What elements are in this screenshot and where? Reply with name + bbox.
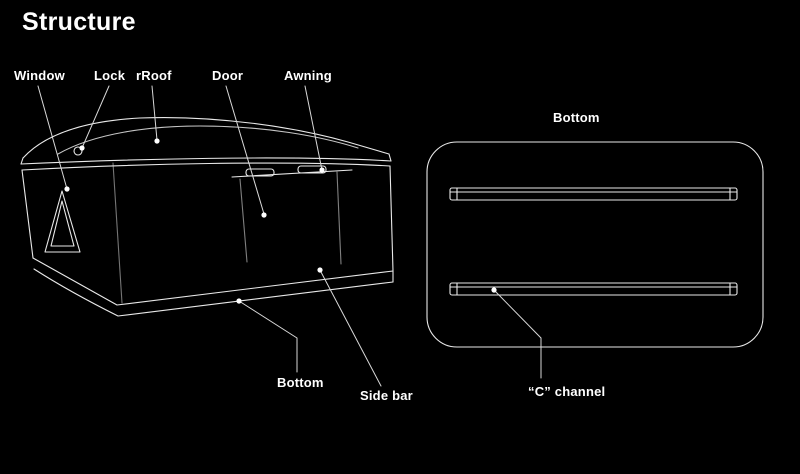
bottom-view	[426, 141, 764, 348]
dot-awning	[319, 167, 325, 173]
leader-line-awning	[304, 85, 323, 171]
window-triangle-outer	[44, 190, 81, 253]
lid-left-edge	[20, 157, 24, 165]
dot-rroof	[154, 138, 160, 144]
body-top-seam	[21, 162, 391, 171]
rail-top	[449, 187, 738, 201]
label-bottom-left: Bottom	[277, 375, 324, 390]
rail-bottom-bar	[449, 282, 738, 296]
leader-dots	[64, 138, 497, 304]
leader-line-rroof	[151, 85, 158, 141]
leader-line-door	[225, 85, 265, 215]
lock-hardware	[73, 146, 83, 156]
body-left-edge	[21, 169, 34, 259]
door-left-edge	[239, 178, 248, 263]
rail-bottom	[449, 282, 738, 296]
base-band-lower-edge	[33, 268, 394, 317]
label-window: Window	[14, 68, 65, 83]
label-side-bar: Side bar	[360, 388, 413, 403]
label-door: Door	[212, 68, 244, 83]
dot-door	[261, 212, 267, 218]
door-handle-left	[245, 168, 275, 177]
leader-lines	[37, 85, 542, 387]
label-c-channel: “C” channel	[528, 384, 606, 399]
label-rroof: rRoof	[136, 68, 172, 83]
label-awning: Awning	[284, 68, 332, 83]
door-handle-right	[297, 165, 327, 174]
dot-c-channel	[491, 287, 497, 293]
bottom-view-outline	[426, 141, 764, 348]
leader-line-window	[37, 85, 68, 190]
dot-lock	[79, 145, 85, 151]
leader-line-lock	[81, 85, 110, 149]
dot-bottom	[236, 298, 242, 304]
body-front-crease	[112, 162, 123, 304]
lid-right-edge	[388, 153, 392, 162]
window-triangle-inner	[50, 200, 75, 247]
lid-top-edge	[22, 117, 390, 159]
roofbox-wireframe	[20, 117, 394, 317]
label-bottom-view-title: Bottom	[553, 110, 600, 125]
rail-top-bar	[449, 187, 738, 201]
base-band-upper-edge	[32, 257, 394, 306]
page-title: Structure	[22, 8, 136, 36]
dot-side-bar	[317, 267, 323, 273]
leader-line-side-bar	[320, 271, 382, 387]
dot-window	[64, 186, 70, 192]
body-right-edge	[389, 165, 394, 272]
leader-line-bottom	[238, 300, 298, 373]
label-lock: Lock	[94, 68, 126, 83]
door-right-edge	[336, 171, 342, 265]
lid-inner-dome-curve	[57, 125, 359, 155]
leader-line-c-channel	[493, 289, 542, 379]
lid-bottom-edge	[20, 157, 392, 165]
